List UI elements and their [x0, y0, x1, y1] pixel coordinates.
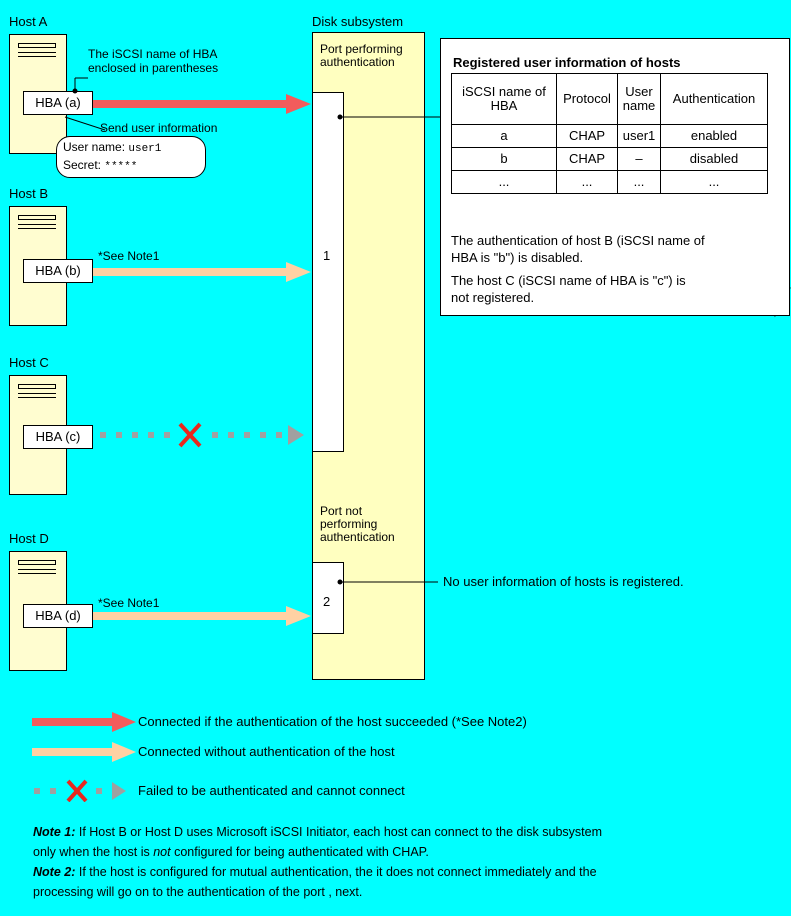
port-auth-number: 1 [323, 248, 331, 263]
table-cell: – [617, 147, 661, 171]
table-row: ... ... ... ... [451, 170, 768, 194]
legend-swatches [32, 712, 136, 802]
note2-line1: Note 2: If the host is configured for mu… [33, 863, 597, 881]
legend-failed-swatch [34, 779, 126, 802]
legend-auth-text: Connected if the authentication of the h… [138, 714, 527, 729]
table-cell: ... [556, 170, 618, 194]
registered-user-table: iSCSI name of HBA Protocol User name Aut… [451, 73, 768, 194]
header-user-name: User name [617, 73, 661, 125]
note1-label: Note 1: [33, 825, 76, 839]
secret-value: ***** [104, 161, 138, 173]
host-d-label: Host D [9, 531, 49, 546]
note1-line2-pre: only when the host is [33, 845, 154, 859]
note-host-b-line2: HBA is "b") is disabled. [451, 250, 584, 265]
table-cell: b [451, 147, 557, 171]
iscsi-name-callout-line1: The iSCSI name of HBA [88, 47, 218, 61]
host-a-auth-arrow [93, 94, 311, 114]
note1-line1: Note 1: If Host B or Host D uses Microso… [33, 823, 602, 841]
host-b-hba[interactable]: HBA (b) [23, 259, 93, 283]
table-cell: enabled [660, 124, 768, 148]
header-protocol: Protocol [556, 73, 618, 125]
host-b-label: Host B [9, 186, 49, 201]
user-name-label: User name: [63, 140, 126, 154]
host-d-hba[interactable]: HBA (d) [23, 604, 93, 628]
note1-line2: only when the host is not configured for… [33, 843, 429, 861]
no-user-info-label: No user information of hosts is register… [443, 574, 684, 589]
secret-label: Secret: [63, 158, 102, 172]
header-authentication: Authentication [660, 73, 768, 125]
note2-label: Note 2: [33, 865, 76, 879]
legend-auth-arrow-swatch [32, 712, 136, 732]
host-a-label: Host A [9, 14, 48, 29]
legend-failed-text: Failed to be authenticated and cannot co… [138, 783, 405, 798]
table-cell: user1 [617, 124, 661, 148]
legend-noauth-text: Connected without authentication of the … [138, 744, 395, 759]
note1-line2-post: configured for being authenticated with … [170, 845, 429, 859]
user-name-value: user1 [128, 143, 162, 155]
table-row: a CHAP user1 enabled [451, 124, 768, 148]
host-c-hba[interactable]: HBA (c) [23, 425, 93, 449]
table-cell: a [451, 124, 557, 148]
see-note1-d: *See Note1 [98, 596, 160, 610]
table-row: b CHAP – disabled [451, 147, 768, 171]
host-b-noauth-arrow [93, 262, 311, 282]
header-iscsi-name: iSCSI name of HBA [451, 73, 557, 125]
note2-text: If the host is configured for mutual aut… [75, 865, 597, 879]
legend-noauth-arrow-swatch [32, 742, 136, 762]
note-host-c-line1: The host C (iSCSI name of HBA is "c") is [451, 273, 686, 288]
note1-text: If Host B or Host D uses Microsoft iSCSI… [75, 825, 602, 839]
table-cell: ... [660, 170, 768, 194]
table-cell: ... [451, 170, 557, 194]
table-cell: CHAP [556, 124, 618, 148]
table-cell: disabled [660, 147, 768, 171]
disk-subsystem-title: Disk subsystem [312, 14, 404, 29]
host-c-label: Host C [9, 355, 49, 370]
iscsi-name-callout-line2: enclosed in parentheses [88, 61, 219, 75]
registered-table-title: Registered user information of hosts [453, 55, 681, 70]
table-cell: ... [617, 170, 661, 194]
user-info-bubble: User name: user1 Secret: ***** [56, 136, 206, 178]
port-noauth[interactable] [312, 562, 344, 634]
host-d-noauth-arrow [93, 606, 311, 626]
note2-line2: processing will go on to the authenticat… [33, 885, 363, 899]
port-auth[interactable] [312, 92, 344, 452]
host-c-failed-arrow [100, 422, 304, 448]
table-cell: CHAP [556, 147, 618, 171]
send-user-info-label: Send user information [100, 121, 218, 135]
port-noauth-label: Port not performing authentication [320, 504, 395, 544]
registered-info-card: Registered user information of hosts iSC… [440, 38, 790, 316]
port-auth-label: Port performing authentication [320, 42, 403, 69]
note1-line2-emphasis: not [153, 845, 171, 859]
note-host-b-line1: The authentication of host B (iSCSI name… [451, 233, 705, 248]
see-note1-b: *See Note1 [98, 249, 160, 263]
note-host-c-line2: not registered. [451, 290, 535, 305]
host-a-hba[interactable]: HBA (a) [23, 91, 93, 115]
port-noauth-number: 2 [323, 594, 331, 609]
